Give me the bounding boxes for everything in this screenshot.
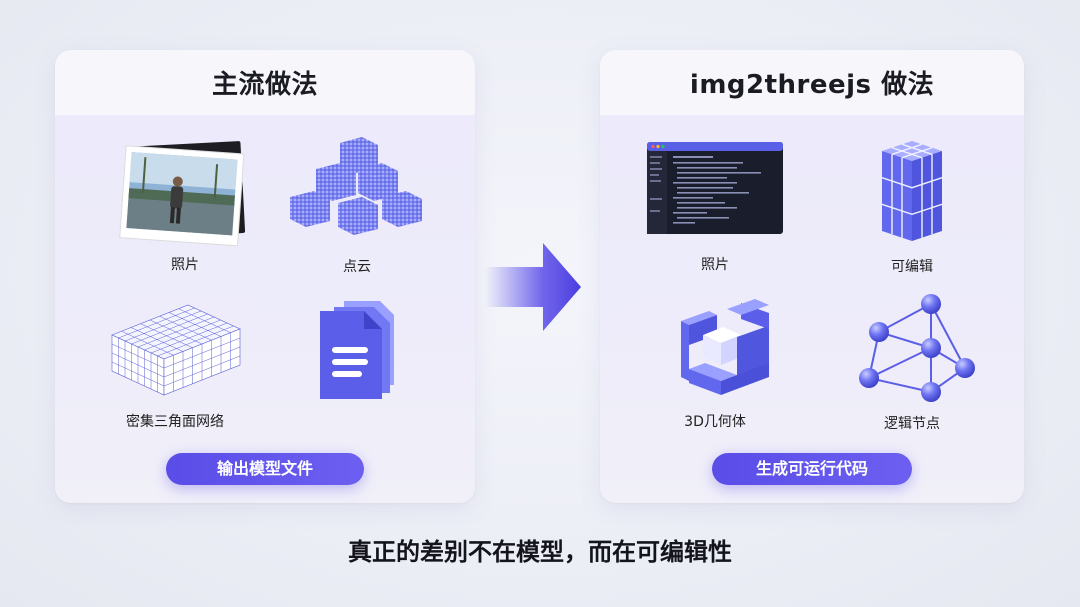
right-item-code-screenshot: 照片 bbox=[635, 138, 795, 274]
point-cloud-icon bbox=[290, 137, 422, 235]
code-screenshot-icon bbox=[647, 142, 783, 234]
editable-cubes-icon bbox=[881, 141, 943, 241]
left-item-photo: 照片 bbox=[105, 138, 265, 274]
logic-nodes-icon bbox=[859, 294, 975, 402]
left-item-dense-mesh: 密集三角面网络 bbox=[95, 295, 255, 431]
left-item-point-cloud-label: 点云 bbox=[343, 259, 371, 275]
right-item-code-screenshot-label: 照片 bbox=[701, 257, 729, 273]
right-item-logic-nodes-label: 逻辑节点 bbox=[884, 416, 940, 432]
left-item-dense-mesh-label: 密集三角面网络 bbox=[126, 414, 224, 430]
left-item-model-file bbox=[277, 295, 437, 405]
right-item-logic-nodes: 逻辑节点 bbox=[832, 292, 992, 433]
left-item-photo-label: 照片 bbox=[171, 257, 199, 273]
export-model-file-button[interactable]: 输出模型文件 bbox=[166, 453, 364, 485]
arrow-right-icon bbox=[485, 243, 581, 331]
right-item-editable-label: 可编辑 bbox=[891, 259, 933, 275]
left-panel: 主流做法 照片 bbox=[55, 50, 475, 503]
dense-mesh-icon bbox=[111, 304, 241, 396]
right-item-geometry: 3D几何体 bbox=[635, 295, 795, 431]
generate-runnable-code-button[interactable]: 生成可运行代码 bbox=[712, 453, 912, 485]
model-file-icon bbox=[320, 301, 394, 399]
left-panel-title: 主流做法 bbox=[211, 70, 318, 100]
right-item-geometry-label: 3D几何体 bbox=[684, 414, 746, 430]
left-item-point-cloud: 点云 bbox=[277, 135, 437, 276]
right-item-editable: 可编辑 bbox=[832, 135, 992, 276]
photo-icon bbox=[119, 141, 246, 247]
right-panel-title: img2threejs 做法 bbox=[689, 70, 935, 100]
geometry-icon bbox=[681, 299, 769, 395]
bottom-caption: 真正的差别不在模型，而在可编辑性 bbox=[348, 538, 732, 566]
right-panel: img2threejs 做法 bbox=[600, 50, 1024, 503]
